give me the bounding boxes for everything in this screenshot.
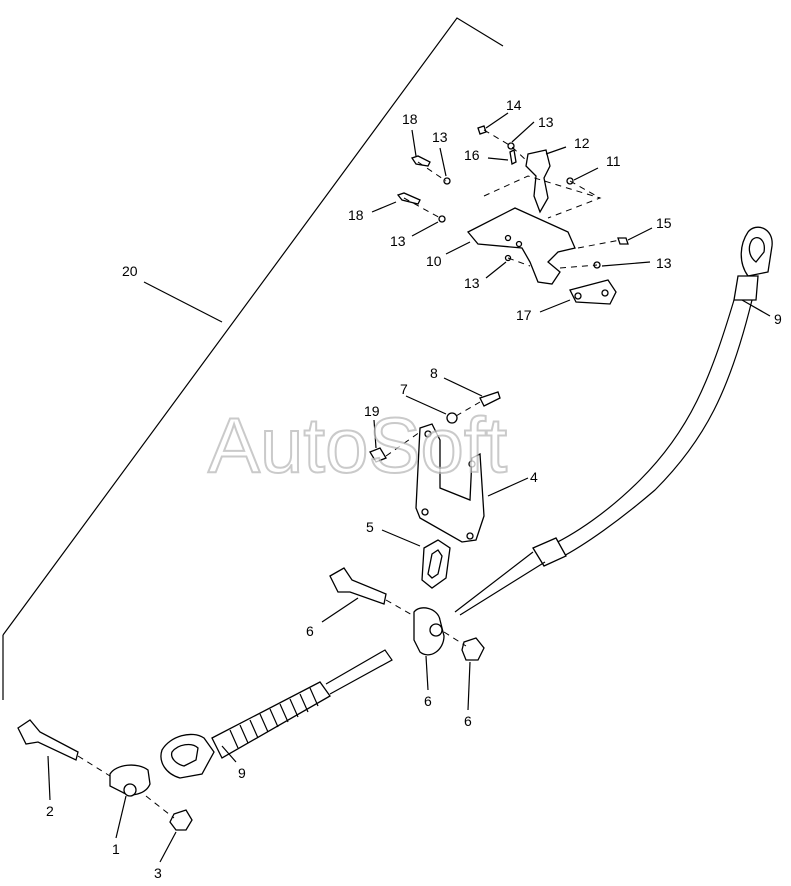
callout-3: 3 bbox=[154, 865, 162, 881]
callout-18-mid: 18 bbox=[348, 207, 364, 223]
callout-8: 8 bbox=[430, 365, 438, 381]
callout-13-bottom: 13 bbox=[464, 275, 480, 291]
main-bracket bbox=[466, 207, 576, 285]
callout-6-clevis: 6 bbox=[424, 693, 432, 709]
bolt-6-upper bbox=[329, 567, 387, 605]
callout-10: 10 bbox=[426, 253, 442, 269]
callout-19: 19 bbox=[364, 403, 380, 419]
upper-bracket-assembly bbox=[396, 125, 629, 305]
screw-15 bbox=[617, 237, 629, 245]
bolt-18-a bbox=[410, 155, 431, 167]
callout-6-nut: 6 bbox=[464, 713, 472, 729]
callout-20: 20 bbox=[122, 263, 138, 279]
bolt-2 bbox=[17, 719, 79, 761]
threaded-rod bbox=[211, 681, 331, 759]
bracket-hole bbox=[504, 234, 512, 242]
bolt-8 bbox=[479, 391, 501, 407]
callout-1: 1 bbox=[112, 841, 120, 857]
callout-17: 17 bbox=[516, 307, 532, 323]
bolt-14 bbox=[477, 125, 487, 135]
callout-13-upper-left: 13 bbox=[432, 129, 448, 145]
callout-11: 11 bbox=[606, 153, 621, 169]
frame-outline bbox=[2, 17, 504, 700]
callout-15: 15 bbox=[656, 215, 672, 231]
watermark: AutoSoft bbox=[208, 401, 508, 489]
callout-14: 14 bbox=[506, 97, 522, 113]
callout-13-right: 13 bbox=[656, 255, 672, 271]
clevis-6 bbox=[413, 607, 445, 656]
plate-4 bbox=[415, 423, 485, 543]
callout-13-top: 13 bbox=[538, 114, 554, 130]
lower-plate bbox=[569, 279, 617, 305]
cable-upper bbox=[454, 226, 773, 616]
callout-6-bolt: 6 bbox=[306, 623, 314, 639]
washer-7 bbox=[446, 412, 458, 424]
hook-lever bbox=[525, 149, 551, 214]
cable-lower bbox=[160, 649, 393, 779]
bolt-19 bbox=[369, 447, 387, 463]
clevis-left bbox=[17, 719, 193, 831]
callout-18-top: 18 bbox=[402, 111, 418, 127]
callout-numbers: 20 14 13 12 11 16 18 13 18 13 10 13 15 1… bbox=[46, 97, 782, 881]
bracket-hole-2 bbox=[515, 240, 523, 248]
clevis-right bbox=[329, 567, 485, 661]
callout-12: 12 bbox=[574, 135, 590, 151]
callout-9-lower: 9 bbox=[238, 765, 246, 781]
callout-2: 2 bbox=[46, 803, 54, 819]
nut-3 bbox=[169, 809, 193, 831]
leader-lines bbox=[47, 112, 771, 863]
callout-4: 4 bbox=[530, 469, 538, 485]
callout-9-upper: 9 bbox=[774, 311, 782, 327]
nut-6-right bbox=[461, 637, 485, 661]
callout-16: 16 bbox=[464, 147, 480, 163]
washer-13-a bbox=[443, 177, 451, 185]
washer-13-b bbox=[438, 215, 446, 223]
bolt-18-b bbox=[396, 192, 421, 205]
plate-assembly bbox=[369, 391, 501, 589]
cable-sleeve bbox=[532, 537, 567, 567]
callout-13-mid-left: 13 bbox=[390, 233, 406, 249]
callout-7: 7 bbox=[400, 381, 408, 397]
callout-5: 5 bbox=[366, 519, 374, 535]
pin-16 bbox=[509, 149, 517, 165]
